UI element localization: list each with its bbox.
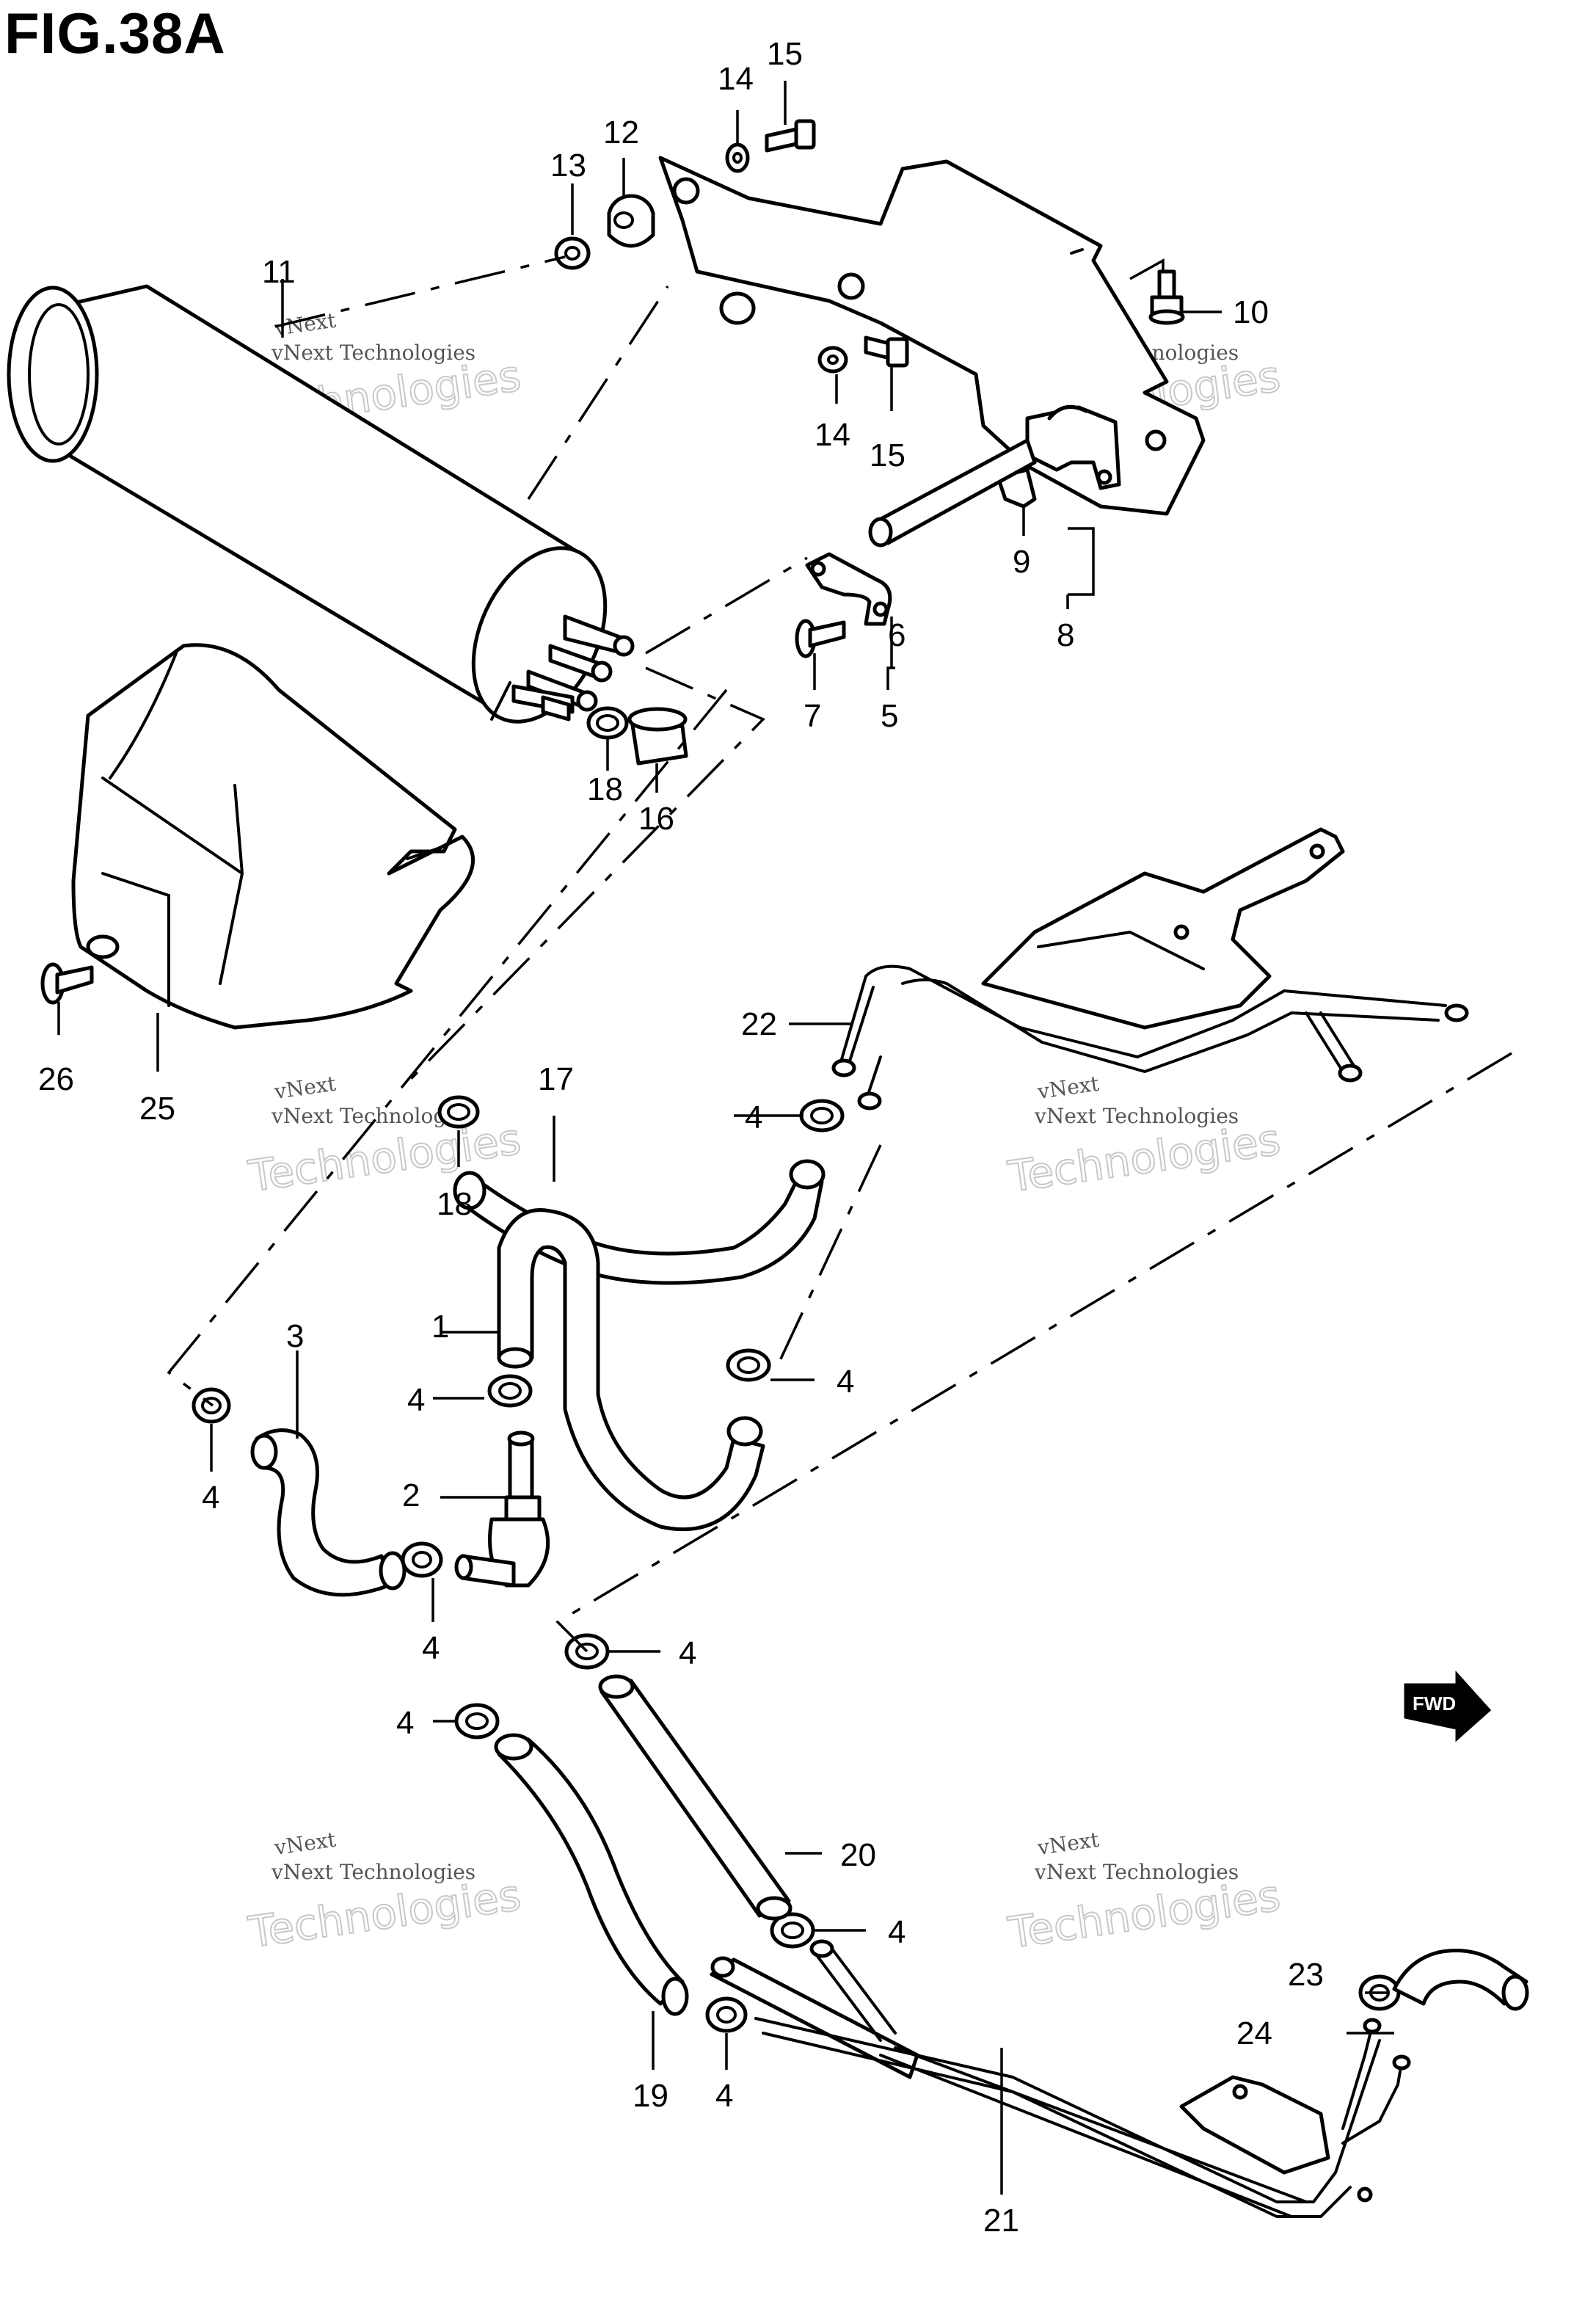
bolt (864, 335, 909, 368)
hose (497, 1208, 765, 1532)
pipe-short (868, 438, 1037, 548)
callout-4: 4 (202, 1480, 219, 1516)
callout-11: 11 (262, 254, 296, 290)
hose (1392, 1949, 1529, 2011)
callout-14: 14 (815, 417, 850, 453)
callout-26: 26 (38, 1061, 74, 1097)
hose-clamp (437, 1095, 480, 1129)
watermark-mid-text: vNext Technologies (271, 1860, 475, 1884)
callout-20: 20 (840, 1837, 876, 1873)
callout-4: 4 (715, 2078, 733, 2114)
forward-direction-arrow: FWD (1404, 1671, 1492, 1742)
hose-clamp (401, 1541, 443, 1578)
callout-4: 4 (422, 1630, 440, 1666)
hose-clamp (705, 1996, 748, 2033)
callout-5: 5 (881, 698, 898, 734)
watermark-mid-text: vNext Technologies (1034, 1860, 1239, 1884)
hose (598, 1674, 792, 1921)
callout-4: 4 (679, 1635, 696, 1671)
callout-10: 10 (1233, 294, 1269, 330)
hose-clamp (770, 1912, 815, 1949)
callout-4: 4 (396, 1705, 414, 1741)
check-valve (454, 1431, 550, 1588)
callout-15: 15 (870, 437, 906, 473)
watermark-top-text: vNext (1035, 1072, 1101, 1105)
watermark-top-text: vNext (272, 1072, 338, 1105)
canister (7, 284, 608, 724)
callout-4: 4 (407, 1382, 425, 1418)
figure-title: FIG.38A (4, 1, 226, 65)
callout-16: 16 (638, 801, 674, 837)
screw (40, 962, 94, 1005)
pipe-assembly-lower (710, 1939, 1411, 2218)
pipe-assembly-upper (831, 827, 1469, 1110)
assembly-lines (167, 255, 1512, 1653)
callout-1: 1 (431, 1309, 449, 1345)
washer (817, 346, 848, 374)
callout-2: 2 (402, 1477, 420, 1513)
callout-23: 23 (1288, 1957, 1324, 1993)
callout-18: 18 (587, 771, 623, 807)
canister-cover (71, 643, 475, 1030)
callout-4: 4 (745, 1099, 762, 1135)
callout-24: 24 (1236, 2015, 1272, 2051)
callout-9: 9 (1013, 544, 1030, 580)
callout-labels: 1 2 3 4 4 4 4 4 4 4 4 4 5 6 7 8 9 10 11 … (38, 36, 1324, 2239)
callout-8: 8 (1057, 617, 1074, 653)
callout-14: 14 (718, 61, 754, 97)
cap (627, 707, 688, 766)
callout-25: 25 (139, 1091, 175, 1127)
callout-18: 18 (437, 1186, 473, 1222)
canister-nozzles (511, 614, 635, 721)
callout-3: 3 (286, 1318, 304, 1354)
screw (795, 619, 846, 658)
callout-7: 7 (804, 698, 821, 734)
callout-19: 19 (633, 2078, 668, 2114)
pipe-clamp (805, 552, 892, 626)
grommet (607, 194, 655, 248)
callout-4: 4 (888, 1914, 906, 1950)
bolt (1148, 269, 1185, 325)
callout-6: 6 (888, 617, 906, 653)
callout-12: 12 (603, 114, 639, 150)
callout-22: 22 (741, 1006, 777, 1042)
callout-21: 21 (983, 2203, 1019, 2239)
leader-lines (57, 81, 1394, 2195)
hose-clamp (726, 1348, 771, 1382)
hose (250, 1428, 407, 1597)
callout-15: 15 (767, 36, 803, 72)
callout-4: 4 (837, 1364, 854, 1400)
watermark-mid-text: vNext Technologies (271, 341, 475, 365)
canister-bracket (658, 156, 1206, 516)
collar (554, 236, 591, 270)
fwd-label: FWD (1413, 1693, 1456, 1715)
hose-clamp (192, 1387, 231, 1424)
hose-clamp (454, 1703, 500, 1740)
hose-clamp (586, 706, 629, 740)
watermark-mid-text: vNext Technologies (1034, 1104, 1239, 1128)
bolt (765, 119, 816, 153)
watermark-top-text: vNext (272, 1828, 338, 1861)
hose (494, 1733, 689, 2016)
washer (725, 142, 750, 173)
hose-clamp (799, 1099, 845, 1133)
callout-13: 13 (550, 148, 586, 183)
hose-clamp (487, 1374, 533, 1408)
watermark-top-text: vNext (1035, 1828, 1101, 1861)
callout-17: 17 (538, 1061, 574, 1097)
